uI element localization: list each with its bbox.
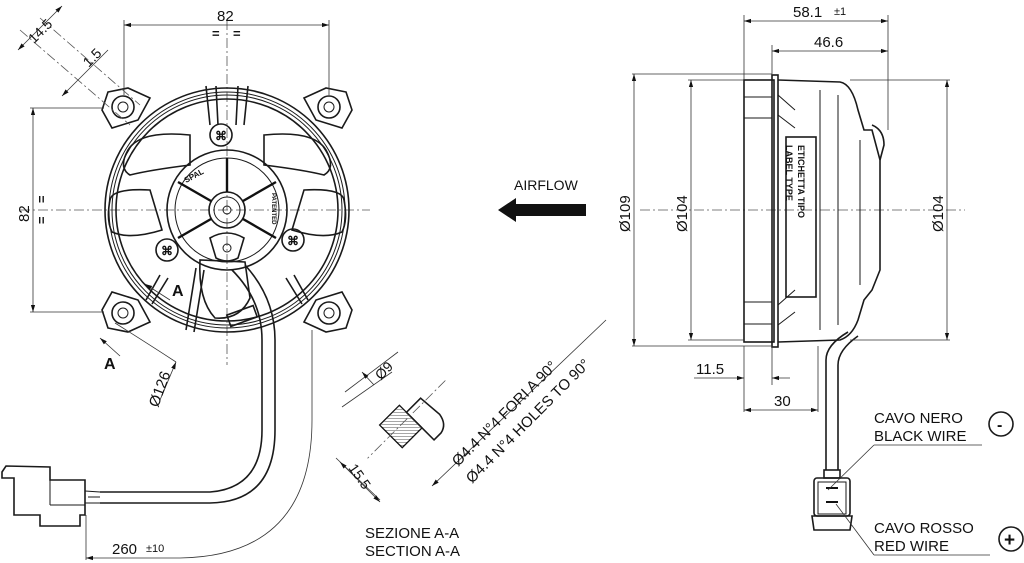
motor-cap <box>871 124 885 161</box>
front-flange <box>743 79 775 343</box>
eq-mark-left-top: = <box>34 195 49 203</box>
section-a-a: Ø9 15.5 Ø4.4 N°4 FORI A 90° Ø4.4 N°4 HOL… <box>335 319 607 560</box>
bolt-circle-leader <box>159 361 177 401</box>
fan-blades <box>107 133 347 319</box>
body-clips <box>777 94 796 326</box>
red-wire-symbol: + <box>1004 530 1015 551</box>
dim-frame-depth-label: 30 <box>774 393 791 410</box>
dim-depth-label: 15.5 <box>346 461 375 493</box>
black-wire-it: CAVO NERO <box>874 410 963 427</box>
screw-top-glyph: ⌘ <box>215 129 227 143</box>
screw-top <box>209 123 233 147</box>
mounting-ear-bottom-right <box>302 291 353 333</box>
motor-body <box>777 79 881 343</box>
red-wire-leader <box>835 503 875 556</box>
section-arrow-1 <box>144 283 171 301</box>
airflow-indicator: AIRFLOW <box>498 177 586 222</box>
black-wire-symbol: - <box>997 417 1002 434</box>
shaft <box>222 205 232 215</box>
negative-terminal-icon <box>988 411 1014 437</box>
section-marker-a-top: A <box>172 283 184 300</box>
dim-body-depth-label: 46.6 <box>814 34 843 51</box>
dim-total-depth-tol: ±1 <box>834 6 846 18</box>
strut-lower-right <box>285 274 309 305</box>
side-cable-2 <box>837 335 859 470</box>
cable-port <box>209 232 245 262</box>
top-strut <box>205 85 249 126</box>
section-profile <box>405 397 445 442</box>
dim-line-offset <box>61 49 109 97</box>
dim-counterbore-label: Ø9 <box>372 358 397 383</box>
mounting-ear-top-right <box>302 87 353 129</box>
eq-mark-left-bottom: = <box>34 216 49 224</box>
screw-left-glyph: ⌘ <box>161 244 173 258</box>
dim-flange-label: 14.5 <box>25 16 56 47</box>
red-wire-en: RED WIRE <box>874 538 949 555</box>
dim-flange-offset-label: 11.5 <box>696 361 724 378</box>
frame-ring-3 <box>111 94 343 326</box>
eq-mark-top-right: = <box>233 26 241 41</box>
section-arrow-2 <box>99 337 121 357</box>
section-marker-a-bottom: A <box>104 356 116 373</box>
logo-brand: SPAL <box>183 167 206 185</box>
label-plate <box>785 136 817 298</box>
section-ext-2 <box>341 371 393 408</box>
dim-height-label: 82 <box>16 205 33 222</box>
strut-lower-center <box>185 267 205 333</box>
mounting-ear-bottom-left <box>101 291 152 333</box>
connector-side <box>811 477 853 531</box>
frame-ring-4 <box>115 98 339 322</box>
side-view: ETICHETTA TIPO LABEL TYPE 58.1 ±1 46.6 <box>617 4 965 531</box>
side-cable-1 <box>825 331 849 470</box>
section-ext-1 <box>344 351 399 393</box>
hub-inner <box>213 196 241 224</box>
connector-front <box>1 465 101 527</box>
section-title-it: SEZIONE A-A <box>365 525 459 542</box>
cable-length-label: 260 <box>112 541 137 558</box>
holes-note-en: Ø4.4 N°4 HOLES TO 90° <box>463 356 594 487</box>
dim-line-flange <box>17 5 63 51</box>
side-cable-sleeve <box>823 469 841 479</box>
dim-offset-label: 1.5 <box>79 45 104 70</box>
airflow-arrow-icon <box>498 198 586 222</box>
screw-right <box>281 228 305 252</box>
positive-terminal-icon <box>998 526 1024 552</box>
black-wire-leader <box>827 444 875 491</box>
dim-total-depth-label: 58.1 <box>793 4 822 21</box>
front-view: ⌘ ⌘ ⌘ SPAL PATENTED <box>1 5 370 561</box>
flange-lip <box>771 74 779 348</box>
red-wire-it: CAVO ROSSO <box>874 520 974 537</box>
screw-right-glyph: ⌘ <box>287 234 299 248</box>
counterbore-leader <box>361 371 375 386</box>
airflow-label: AIRFLOW <box>514 177 579 193</box>
screw-left <box>155 238 179 262</box>
wiring-legend: CAVO NERO BLACK WIRE - CAVO ROSSO RED WI… <box>827 410 1024 556</box>
cable <box>100 264 276 504</box>
dim-bolt-circle-label: Ø126 <box>146 369 175 409</box>
dim-line-depth <box>339 461 381 503</box>
outer-frame-ring <box>104 87 350 333</box>
mounting-ear-top-left <box>101 87 152 129</box>
dim-line-cable-length <box>86 330 313 561</box>
motor-housing <box>166 149 288 271</box>
dim-motor-dia-label: Ø104 <box>930 195 947 232</box>
black-wire-en: BLACK WIRE <box>874 428 967 445</box>
label-type-it: ETICHETTA TIPO <box>796 145 806 218</box>
holes-leader <box>431 319 607 487</box>
hub-spokes <box>177 158 277 240</box>
eq-mark-top-left: = <box>212 26 220 41</box>
logo-patented: PATENTED <box>270 193 276 225</box>
dim-outer-dia-label: Ø109 <box>617 195 634 232</box>
strut-lower-left <box>145 274 169 305</box>
dim-inner-dia-label: Ø104 <box>674 195 691 232</box>
section-centerline <box>367 380 446 459</box>
dim-width-label: 82 <box>217 8 234 25</box>
cable-length-tolerance: ±10 <box>146 543 164 555</box>
section-title-en: SECTION A-A <box>365 543 460 560</box>
section-hatch <box>378 404 423 449</box>
cable-port-hole <box>222 243 232 253</box>
bolt-circle-arc <box>114 322 177 363</box>
label-type-en: LABEL TYPE <box>784 145 794 201</box>
